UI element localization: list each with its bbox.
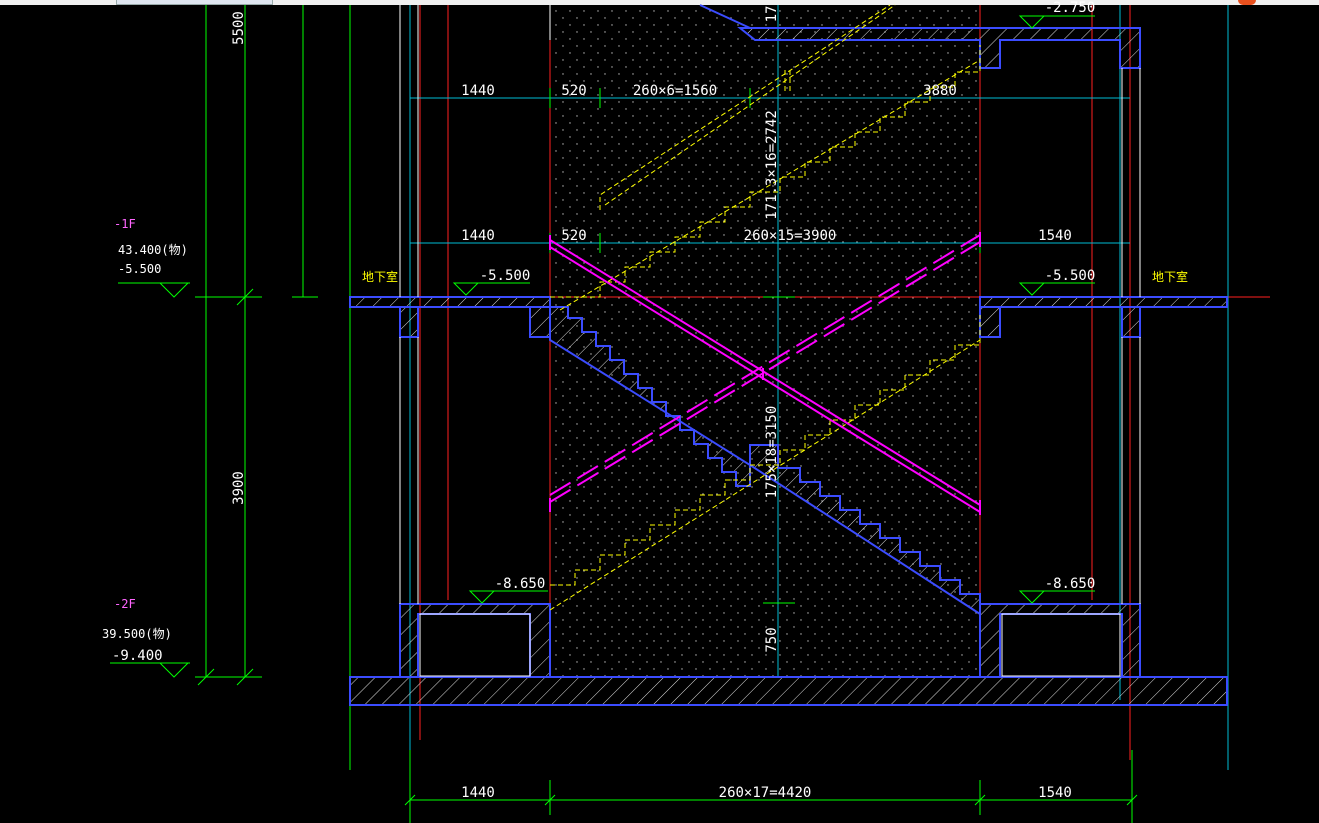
elev-left-mid: -5.500 <box>480 268 531 284</box>
dim-175-run: 175×18=3150 <box>764 406 780 499</box>
ground-slab <box>349 676 1228 706</box>
beyond-stair-flights <box>549 4 981 611</box>
elev-top-right: -2.750 <box>1045 0 1096 16</box>
room-label-left: 地下室 <box>362 269 398 284</box>
right-stair-beam <box>979 306 1001 338</box>
dim-171-run: 171.3×16=2742 <box>764 110 780 220</box>
left-beam <box>399 306 419 338</box>
dim-5500: 5500 <box>231 11 247 45</box>
top-landing-slab <box>737 27 1141 69</box>
floor-f1-elev: -5.500 <box>118 262 161 276</box>
left-floor-slab <box>349 296 551 308</box>
dimension-texts: 1440 520 260×6=1560 3880 1440 520 260×15… <box>231 0 1095 801</box>
elev-right-low: -8.650 <box>1045 576 1096 592</box>
floor-f1-structure: 43.400(物) <box>118 243 188 257</box>
dim-row2-a: 1440 <box>461 228 495 244</box>
floor-f2-name: -2F <box>114 597 136 611</box>
right-floor-slab <box>979 296 1228 308</box>
right-landing <box>979 603 1141 678</box>
left-landing <box>399 603 551 678</box>
stairwell-fill <box>550 5 980 677</box>
left-stair-beam <box>529 306 551 338</box>
floor-f1-name: -1F <box>114 217 136 231</box>
elevation-marks <box>110 15 1095 678</box>
dim-bottom-a: 1440 <box>461 785 495 801</box>
dim-3900: 3900 <box>231 471 247 505</box>
dim-row2-c: 260×15=3900 <box>744 228 837 244</box>
dim-row1-a: 1440 <box>461 83 495 99</box>
cut-stair-flight <box>549 306 981 616</box>
dim-row1-b: 520 <box>561 83 586 99</box>
floor-f2-structure: 39.500(物) <box>102 627 172 641</box>
dim-row1-c: 260×6=1560 <box>633 83 717 99</box>
right-beam <box>1121 306 1141 338</box>
dim-bottom-b: 260×17=4420 <box>719 785 812 801</box>
window-tab[interactable] <box>116 0 273 5</box>
elev-right-mid: -5.500 <box>1045 268 1096 284</box>
dim-row1-d: 3880 <box>923 83 957 99</box>
floor-labels: -1F 43.400(物) -5.500 -2F 39.500(物) -9.40… <box>102 217 188 664</box>
dim-bottom-c: 1540 <box>1038 785 1072 801</box>
floor-f2-elev: -9.400 <box>112 648 163 664</box>
room-labels: 地下室 地下室 <box>362 269 1188 284</box>
handrails <box>549 232 981 515</box>
elev-left-low: -8.650 <box>495 576 546 592</box>
app-indicator-icon <box>1238 0 1256 5</box>
wall-lines <box>399 5 1141 604</box>
dim-row2-d: 1540 <box>1038 228 1072 244</box>
dim-750: 750 <box>764 627 780 652</box>
dim-17: 17 <box>764 6 780 23</box>
window-top-strip <box>0 0 1319 5</box>
room-label-right: 地下室 <box>1152 269 1188 284</box>
dim-row2-b: 520 <box>561 228 586 244</box>
